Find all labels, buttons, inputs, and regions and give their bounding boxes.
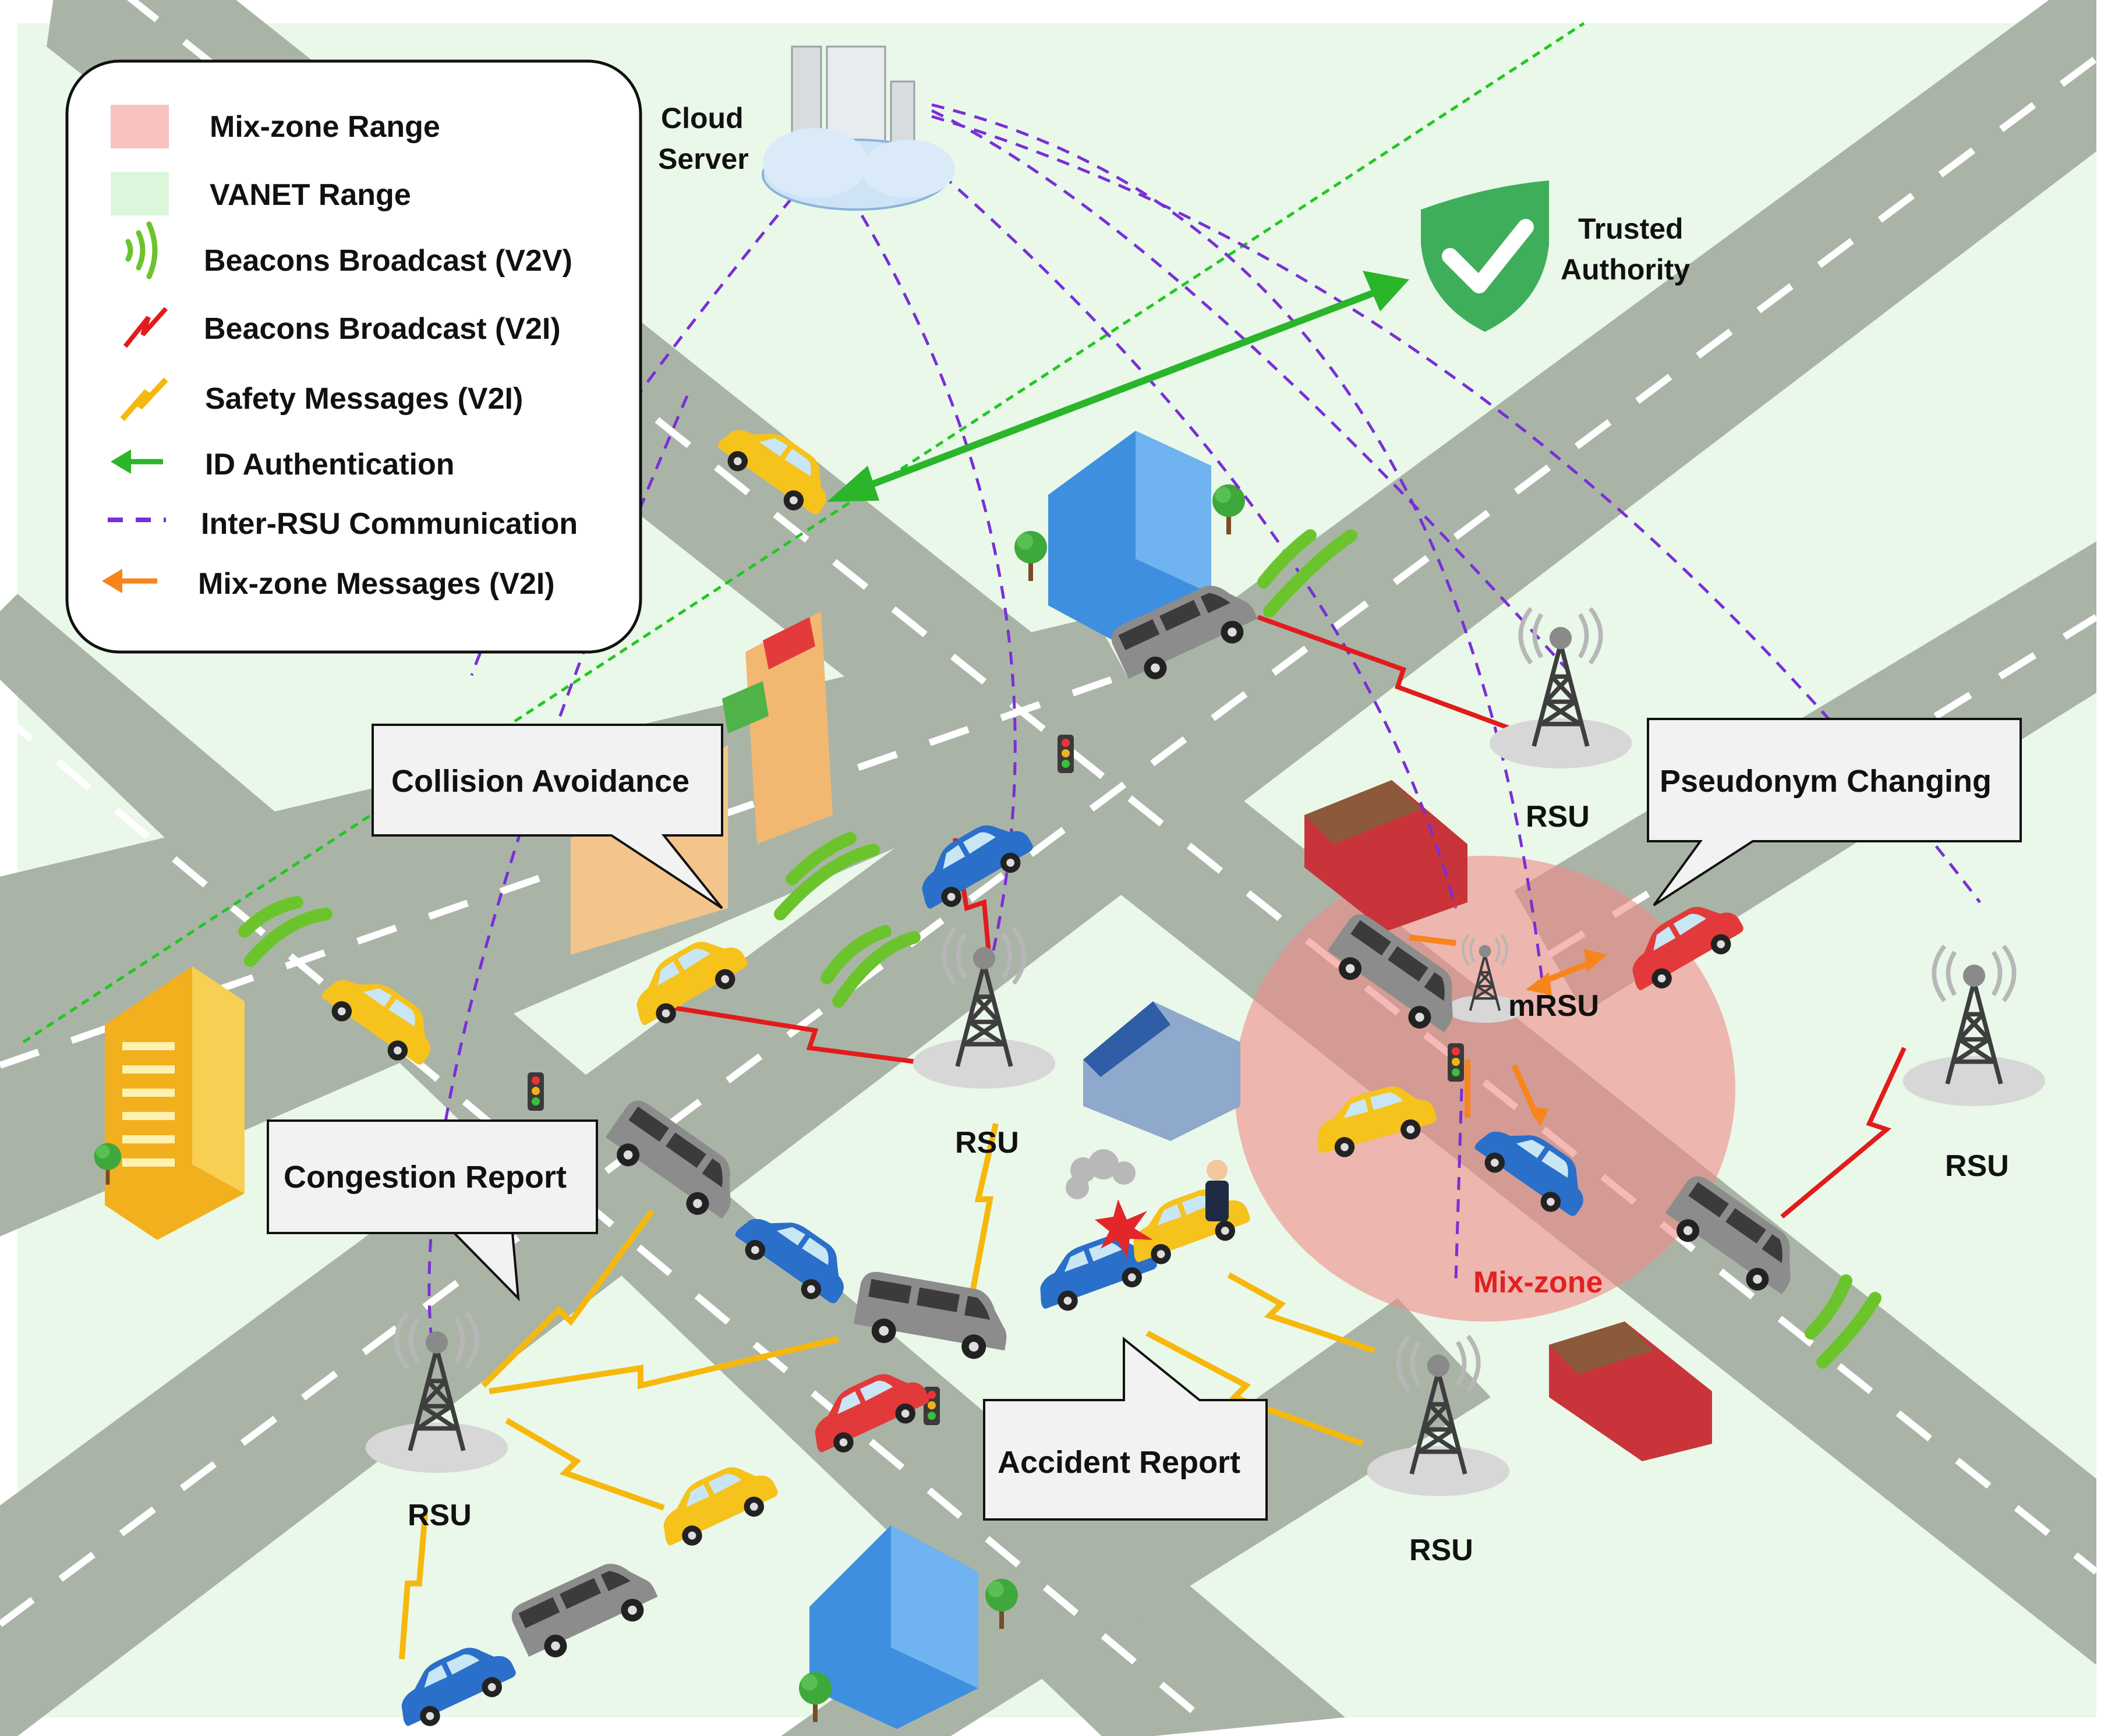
trusted-authority-label-line2: Authority: [1561, 253, 1690, 286]
yellow-bolt-icon: [1227, 1272, 1375, 1354]
orange-arrow-icon: [1409, 934, 1456, 946]
mrsu-tower: mRSU: [1446, 935, 1599, 1023]
callout-congestion-report: Congestion Report: [267, 1119, 598, 1302]
cloud-server-label-line2: Server: [658, 143, 749, 175]
legend-label: Beacons Broadcast (V2V): [204, 244, 572, 278]
cloud-server-label-line1: Cloud: [661, 102, 744, 134]
vanet-boundary-line: [22, 22, 1585, 1044]
rsu-tower-center: RSU: [913, 929, 1055, 1160]
red-bolt-icon: [1780, 1047, 1907, 1219]
callout-text: Pseudonym Changing: [1660, 764, 1992, 799]
green-wave-icon: [820, 925, 921, 1008]
trusted-authority-label-line1: Trusted: [1578, 212, 1684, 245]
green-arrow-icon: [111, 449, 163, 474]
trusted-authority-shield-icon: [1421, 180, 1549, 332]
rsu-tower-bottom-left: RSU: [366, 1313, 508, 1532]
callout-collision-avoidance: Collision Avoidance: [372, 724, 723, 909]
rsu-label: RSU: [408, 1498, 472, 1532]
rsu-tower-bottom-right: RSU: [1367, 1336, 1509, 1567]
legend-label: Beacons Broadcast (V2I): [204, 312, 561, 346]
accident-spark-icon: [1095, 1199, 1153, 1257]
yellow-bolt-icon: [970, 1122, 999, 1293]
inter-rsu-link: [931, 109, 1573, 676]
legend-label: Safety Messages (V2I): [205, 382, 523, 416]
legend-label: Mix-zone Range: [210, 110, 440, 144]
orange-arrow-icon: [102, 569, 157, 593]
mix-zone-label: Mix-zone: [1473, 1266, 1603, 1299]
callout-text: Collision Avoidance: [391, 764, 689, 799]
rsu-tower-far-right: RSU: [1903, 946, 2045, 1183]
legend-label: Inter-RSU Communication: [201, 507, 578, 541]
mix-zone-range-swatch: [111, 105, 169, 148]
callout-text: Congestion Report: [284, 1160, 567, 1195]
legend-box: Mix-zone Range VANET Range Beacons Broad…: [65, 59, 642, 654]
yellow-bolt-icon: [399, 1513, 428, 1660]
vanet-range-swatch: [111, 172, 169, 215]
yellow-bolt-icon: [489, 1336, 840, 1394]
rsu-label: RSU: [1945, 1149, 2009, 1183]
cloud-server: [762, 45, 955, 211]
rsu-label: RSU: [1409, 1533, 1473, 1567]
lane-mark: [0, 710, 1229, 1736]
house-red-top: [1304, 780, 1467, 931]
v2v-beacon-waves: [238, 529, 1881, 1369]
green-wave-icon: [238, 896, 333, 967]
red-bolt-icon: [669, 1005, 944, 1068]
house-red-bottom: [1549, 1322, 1712, 1461]
green-wave-icon: [1805, 1274, 1881, 1369]
red-bolt-icon: [1257, 615, 1509, 730]
red-bolt-icon: [123, 307, 168, 348]
legend-label: Mix-zone Messages (V2I): [198, 567, 555, 601]
id-authentication-arrow: [827, 271, 1409, 502]
inter-rsu-link: [931, 103, 1545, 990]
lane-mark: [0, 672, 1125, 1069]
legend-label: ID Authentication: [205, 448, 455, 481]
traffic-light-icon: [1448, 1043, 1464, 1082]
building-blue-office-mid: [1083, 1001, 1240, 1141]
building-blue-office-top: [1048, 431, 1211, 646]
building-yellow-tower: [105, 966, 245, 1240]
green-wave-icon: [774, 832, 880, 920]
rsu-label: RSU: [1526, 800, 1590, 834]
person-icon: [1205, 1160, 1229, 1221]
yellow-bolt-icon: [1145, 1330, 1364, 1447]
callout-accident-report: Accident Report: [983, 1336, 1268, 1521]
yellow-bolt-icon: [481, 1209, 655, 1388]
legend-label: VANET Range: [210, 178, 411, 212]
accident-smoke-icon: [1066, 1149, 1136, 1199]
building-blue-office-bottom: [809, 1525, 978, 1729]
rsu-label: RSU: [955, 1126, 1019, 1160]
inter-rsu-link: [907, 144, 1458, 909]
callout-text: Accident Report: [998, 1445, 1240, 1480]
inter-rsu-link: [1454, 1088, 1463, 1281]
traffic-light-icon: [1058, 735, 1074, 773]
green-wave-icon: [125, 221, 158, 279]
yellow-bolt-icon: [505, 1418, 665, 1511]
green-wave-icon: [1257, 529, 1357, 618]
rsu-tower-top-right: RSU: [1490, 608, 1632, 834]
mix-zone-message-arrows: [1409, 934, 1607, 1126]
inter-rsu-link: [931, 115, 1981, 904]
traffic-light-icon: [528, 1072, 544, 1111]
mrsu-label: mRSU: [1508, 989, 1599, 1023]
yellow-bolt-icon: [120, 377, 168, 421]
safety-message-links: [399, 1122, 1375, 1660]
lane-mark: [0, 55, 2099, 1627]
callout-pseudonym-changing: Pseudonym Changing: [1647, 718, 2022, 906]
